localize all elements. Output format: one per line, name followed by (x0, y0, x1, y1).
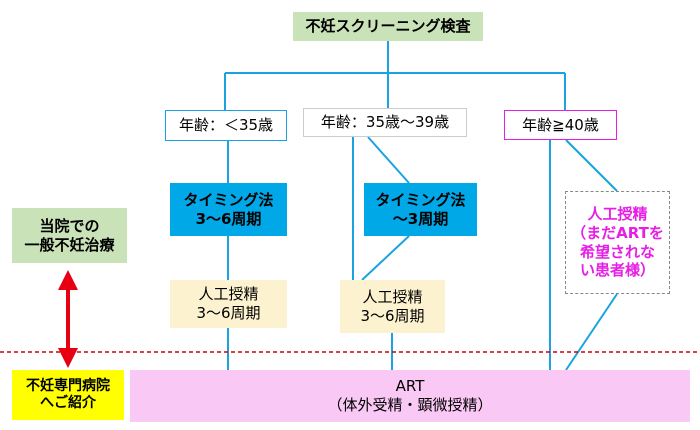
insemination-under35-box: 人工授精 3～6周期 (170, 280, 287, 328)
timing-under35-line2: 3～6周期 (195, 209, 262, 228)
insemination-35to39-box: 人工授精 3～6周期 (340, 280, 445, 333)
age-under35-label: 年齢：＜35歳 (178, 116, 274, 135)
insemination-over40-line4: い患者様） (579, 261, 655, 280)
art-line1: ART (395, 377, 425, 396)
insemination-over40-line2: （まだARTを (571, 223, 664, 242)
screening-box: 不妊スクリーニング検査 (293, 12, 483, 41)
insemination-35to39-line1: 人工授精 (362, 287, 423, 306)
age-under35-box: 年齢：＜35歳 (165, 110, 287, 141)
art-box: ART （体外受精・顕微授精） (130, 370, 690, 422)
general-treatment-box: 当院での 一般不妊治療 (12, 208, 127, 263)
referral-line2: へご紹介 (40, 395, 96, 411)
referral-box: 不妊専門病院 へご紹介 (12, 370, 124, 420)
timing-under35-line1: タイミング法 (183, 190, 274, 209)
timing-under35-box: タイミング法 3～6周期 (170, 183, 287, 236)
double-arrow (58, 270, 78, 368)
age-35to39-box: 年齢：35歳～39歳 (303, 108, 467, 137)
age-over40-label: 年齢≧40歳 (522, 115, 599, 134)
insemination-35to39-line2: 3～6周期 (360, 306, 425, 325)
art-line2: （体外受精・顕微授精） (327, 396, 493, 414)
insemination-under35-line2: 3～6周期 (196, 304, 261, 322)
insemination-over40-box: 人工授精 （まだARTを 希望されな い患者様） (565, 191, 670, 294)
timing-35to39-box: タイミング法 ～3周期 (364, 183, 477, 236)
general-treatment-line1: 当院での (39, 216, 100, 235)
insemination-under35-line1: 人工授精 (198, 285, 259, 304)
insemination-over40-line1: 人工授精 (587, 205, 648, 223)
screening-label: 不妊スクリーニング検査 (305, 17, 471, 36)
timing-35to39-line2: ～3周期 (392, 209, 449, 228)
timing-35to39-line1: タイミング法 (375, 190, 466, 209)
age-35to39-label: 年齢：35歳～39歳 (320, 113, 450, 132)
insemination-over40-line3: 希望されな (579, 242, 655, 261)
referral-line1: 不妊専門病院 (26, 377, 110, 394)
general-treatment-line2: 一般不妊治療 (24, 235, 115, 254)
age-over40-box: 年齢≧40歳 (504, 110, 617, 140)
